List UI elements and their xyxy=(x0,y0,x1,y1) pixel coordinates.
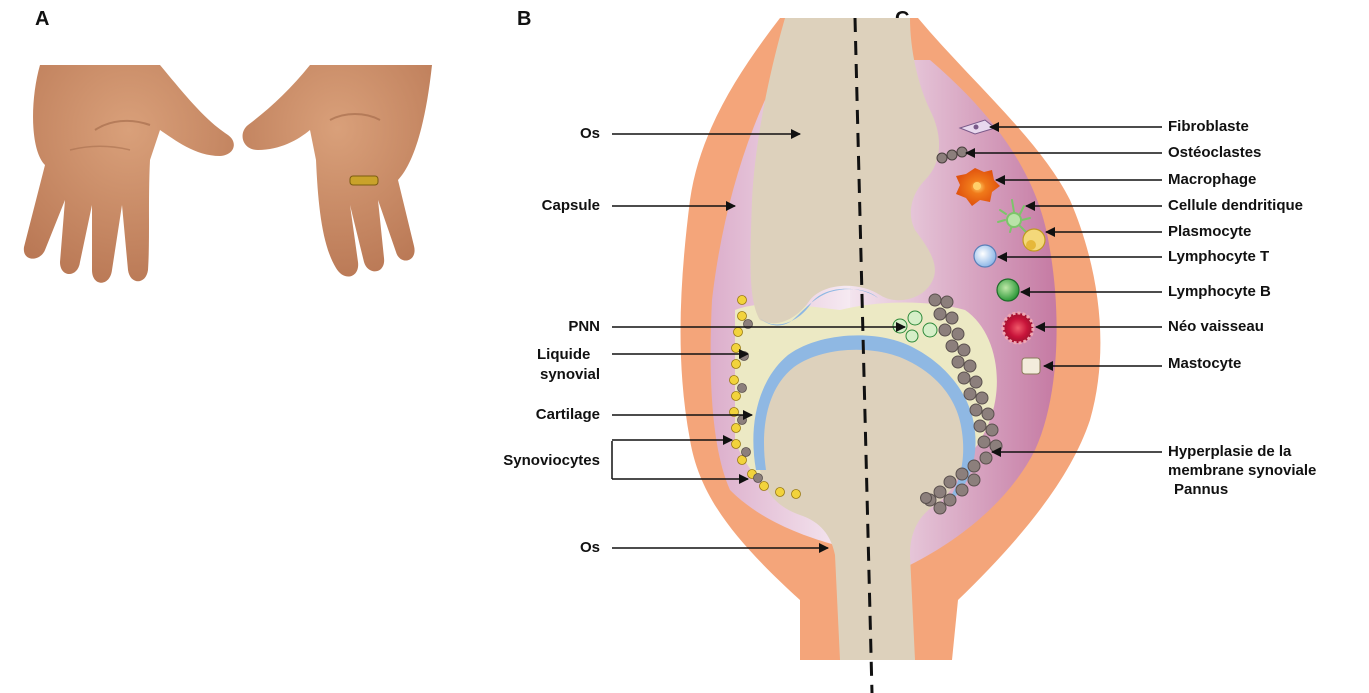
label-synoviocytes: Synoviocytes xyxy=(460,452,600,469)
label-os-bottom: Os xyxy=(540,539,600,556)
lymphocyte-b-cell xyxy=(997,279,1019,301)
neo-vaisseau-cell xyxy=(1003,313,1033,343)
label-liquide-line1: Liquide xyxy=(537,345,600,365)
lymphocyte-t-cell xyxy=(974,245,996,267)
right-hand xyxy=(243,65,432,277)
left-hand xyxy=(24,65,234,283)
mastocyte-cell xyxy=(1022,358,1040,374)
label-osteoclastes: Ostéoclastes xyxy=(1168,144,1261,161)
label-plasmocyte: Plasmocyte xyxy=(1168,223,1251,240)
label-pannus: Pannus xyxy=(1168,480,1316,499)
label-hyperplasie-line2: membrane synoviale xyxy=(1168,461,1316,480)
label-cellule-dendritique: Cellule dendritique xyxy=(1168,197,1303,214)
upper-bone xyxy=(750,18,939,323)
label-macrophage: Macrophage xyxy=(1168,171,1256,188)
label-pnn: PNN xyxy=(520,318,600,335)
label-lymphocyte-b: Lymphocyte B xyxy=(1168,283,1271,300)
label-liquide-synovial: Liquide synovial xyxy=(537,345,600,385)
label-neo-vaisseau: Néo vaisseau xyxy=(1168,318,1264,335)
label-fibroblaste: Fibroblaste xyxy=(1168,118,1249,135)
label-hyperplasie: Hyperplasie de la membrane synoviale Pan… xyxy=(1168,442,1316,499)
label-capsule: Capsule xyxy=(500,197,600,214)
label-hyperplasie-line1: Hyperplasie de la xyxy=(1168,442,1316,461)
label-liquide-line2: synovial xyxy=(537,365,600,385)
label-os-top: Os xyxy=(540,125,600,142)
joint-schematic xyxy=(681,18,1101,693)
label-mastocyte: Mastocyte xyxy=(1168,355,1241,372)
hands-photo xyxy=(24,65,432,283)
label-lymphocyte-t: Lymphocyte T xyxy=(1168,248,1269,265)
label-cartilage: Cartilage xyxy=(500,406,600,423)
